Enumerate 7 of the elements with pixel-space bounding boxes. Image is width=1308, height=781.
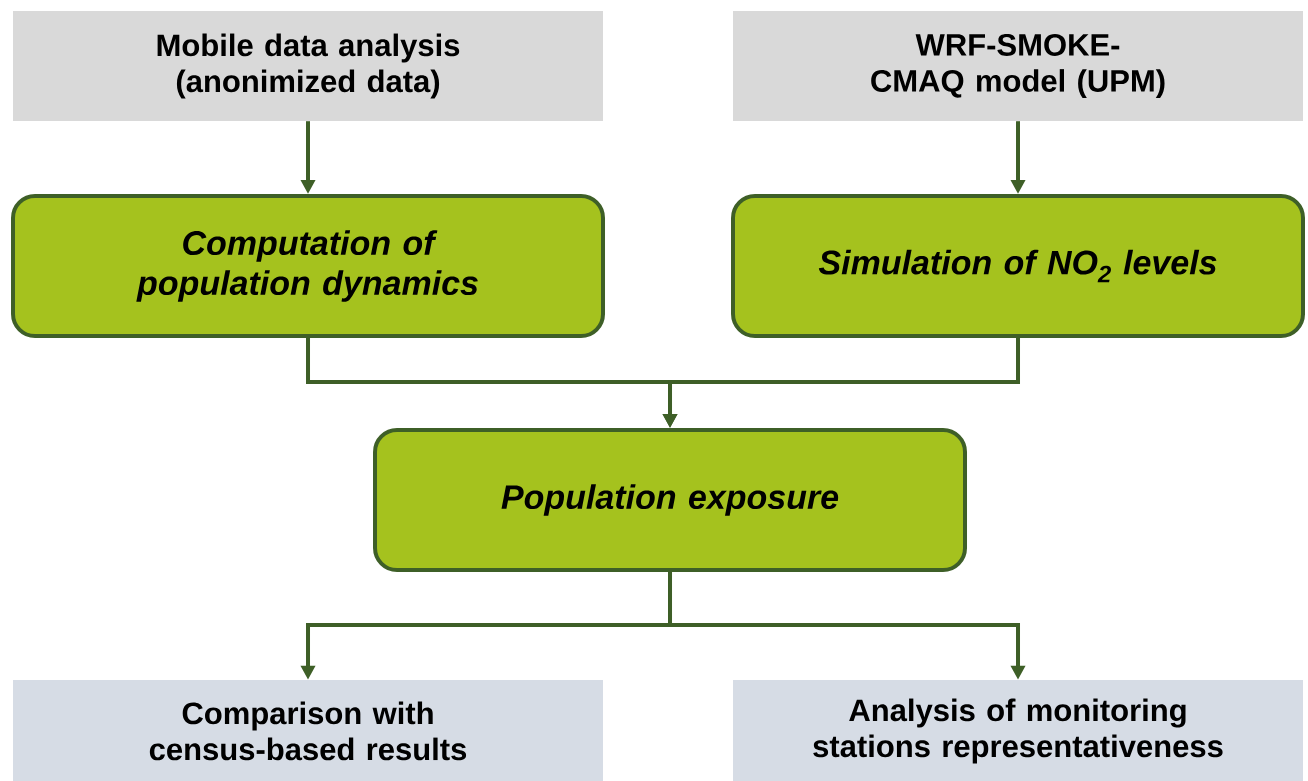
process-box: Population exposure xyxy=(373,428,967,572)
result-box: Analysis of monitoring stations representativeness xyxy=(733,680,1303,781)
process-box: Computation of population dynamics xyxy=(11,194,605,338)
process-box: Simulation of NO$_{2}$ levels xyxy=(731,194,1305,338)
source-box: WRF-SMOKE-CMAQ model (UPM) xyxy=(733,11,1303,121)
source-box: Mobile data analysis (anonimized data) xyxy=(13,11,603,121)
result-box: Comparison with census-based results xyxy=(13,680,603,781)
